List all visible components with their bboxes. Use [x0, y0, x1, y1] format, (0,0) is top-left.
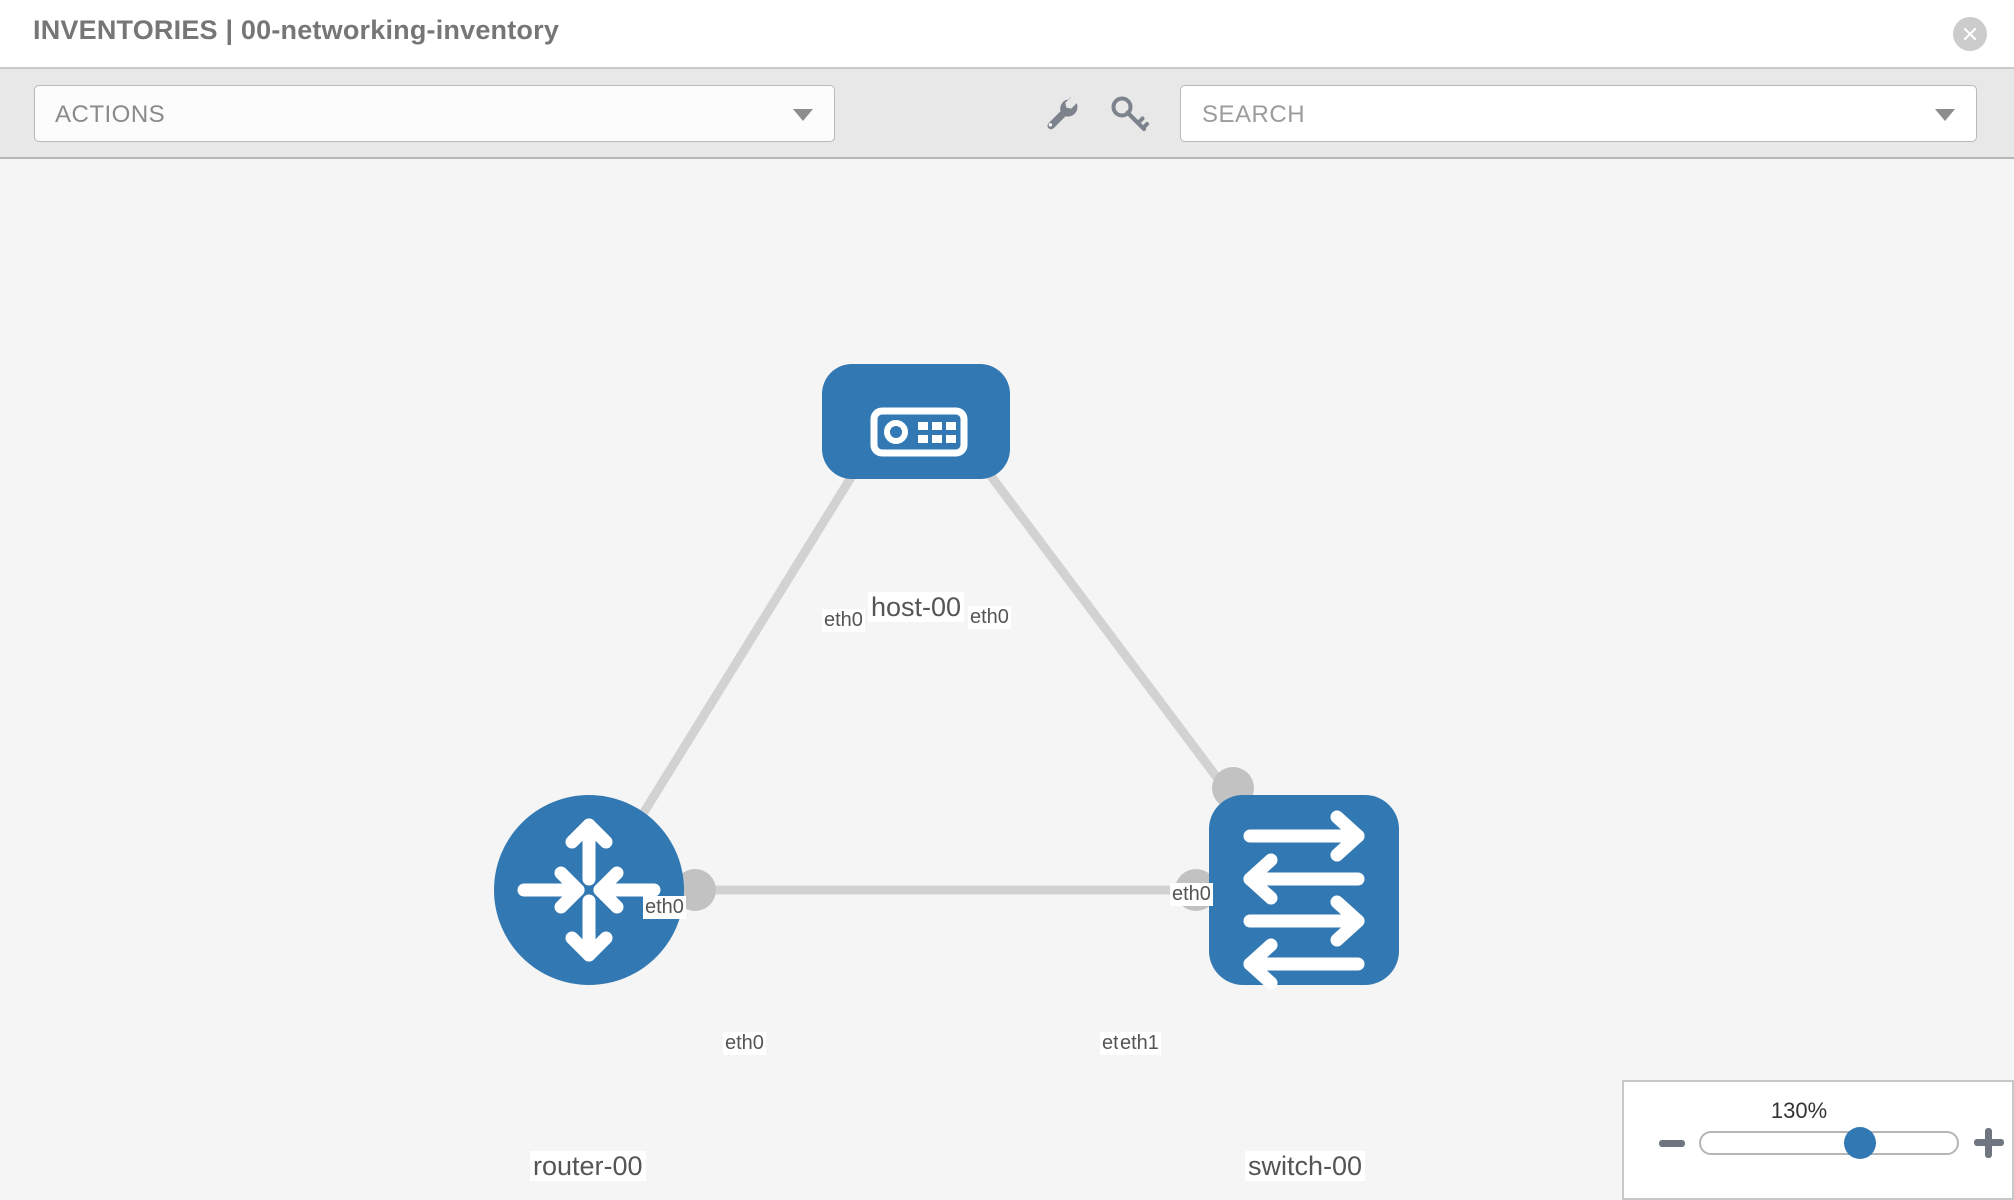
- wrench-icon[interactable]: [1036, 90, 1084, 138]
- node-label-router-00: router-00: [530, 1151, 646, 1182]
- node-label-switch-00: switch-00: [1245, 1151, 1366, 1182]
- page-title: INVENTORIES | 00-networking-inventory: [33, 15, 560, 45]
- node-switch-00[interactable]: [1209, 795, 1399, 990]
- topology-edges: [616, 413, 1276, 895]
- topology-canvas[interactable]: eth0 eth0 host-00 eth0 eth0 eth0 eth0 et…: [0, 161, 2014, 1200]
- actions-dropdown-label: ACTIONS: [55, 101, 166, 128]
- edge-label-host-right: eth0: [968, 606, 1011, 629]
- zoom-percent-label: 130%: [1770, 1098, 1828, 1123]
- close-icon[interactable]: [1953, 17, 1987, 51]
- edge-host-router: [616, 413, 893, 854]
- edge-label-switch-up: eth0: [1170, 883, 1213, 906]
- page-header: INVENTORIES | 00-networking-inventory: [0, 0, 2014, 69]
- node-router-00[interactable]: [494, 795, 684, 985]
- edge-label-router-up: eth0: [643, 896, 686, 919]
- key-icon[interactable]: [1105, 90, 1153, 138]
- chevron-down-icon: [793, 109, 813, 121]
- node-host-00[interactable]: [822, 364, 1010, 479]
- zoom-slider-track[interactable]: [1699, 1127, 1959, 1159]
- actions-dropdown[interactable]: ACTIONS: [34, 85, 835, 142]
- node-label-host-00: host-00: [868, 592, 965, 623]
- zoom-out-icon[interactable]: [1659, 1140, 1685, 1147]
- edge-label-host-left: eth0: [822, 609, 865, 632]
- zoom-in-icon[interactable]: [1974, 1128, 2004, 1158]
- search-placeholder-label: SEARCH: [1202, 101, 1306, 128]
- search-input[interactable]: SEARCH: [1180, 85, 1977, 142]
- chevron-down-icon[interactable]: [1935, 109, 1955, 121]
- zoom-slider-thumb[interactable]: [1843, 1127, 1876, 1159]
- edge-label-switch-left: eth1: [1118, 1032, 1161, 1055]
- edge-label-router-right: eth0: [723, 1032, 766, 1055]
- zoom-control-panel: 130%: [1622, 1080, 2014, 1200]
